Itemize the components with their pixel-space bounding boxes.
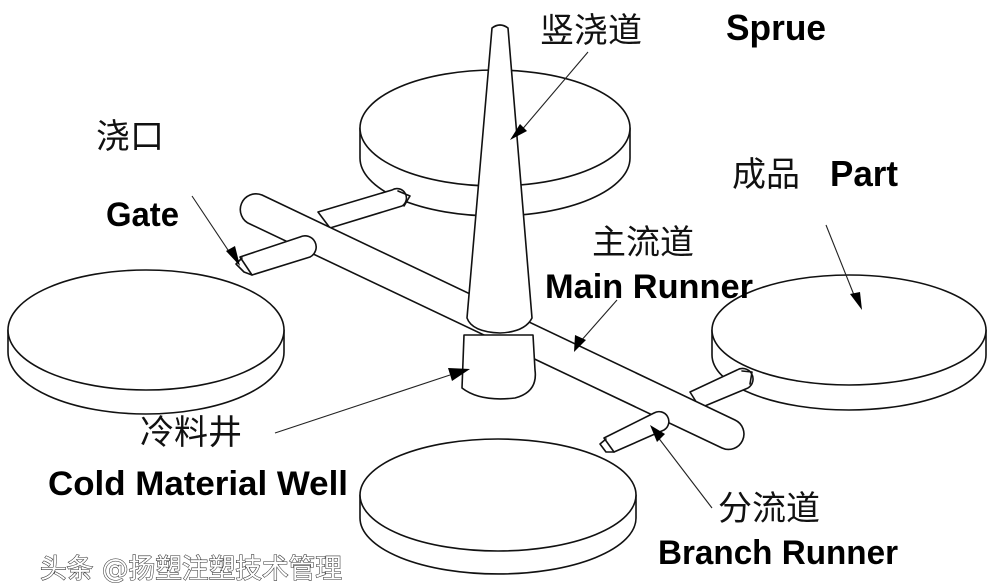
part-disc-right <box>711 274 987 411</box>
cold-material-well <box>461 334 537 400</box>
leader-cold-well <box>274 368 470 434</box>
leader-part <box>825 224 862 310</box>
branch-runner-right <box>689 367 754 409</box>
label-main-runner-en: Main Runner <box>545 268 753 306</box>
leader-main-runner <box>574 299 618 352</box>
label-part-cn: 成品 <box>732 155 800 195</box>
branch-runner-bottom <box>599 410 670 453</box>
branch-runner-left <box>235 235 317 276</box>
label-gate-cn: 浇口 <box>96 117 164 157</box>
arrowhead-main-runner <box>574 335 586 352</box>
label-main-runner-cn: 主流道 <box>592 223 694 263</box>
label-cold-well-cn: 冷料井 <box>140 413 242 453</box>
label-sprue-cn: 竖浇道 <box>540 11 642 51</box>
label-sprue-en: Sprue <box>726 7 826 48</box>
leader-branch-runner <box>650 425 713 509</box>
label-branch-runner-en: Branch Runner <box>658 534 898 572</box>
leader-gate <box>191 195 240 266</box>
arrowhead-cold-well <box>448 368 470 381</box>
leader-sprue <box>510 51 589 140</box>
part-disc-bottom <box>359 438 637 575</box>
arrowhead-sprue <box>510 124 527 140</box>
arrowhead-part <box>850 292 862 310</box>
label-branch-runner-cn: 分流道 <box>718 489 820 529</box>
branch-runner-top <box>317 187 411 229</box>
sprue-cone <box>466 24 533 334</box>
part-disc-left <box>7 269 285 415</box>
watermark: 头条 @扬塑注塑技术管理 <box>40 554 342 585</box>
arrowhead-gate <box>226 246 240 266</box>
label-cold-well-en: Cold Material Well <box>48 465 348 503</box>
label-part-en: Part <box>830 153 898 194</box>
arrowhead-branch-runner <box>650 425 665 442</box>
label-gate-en: Gate <box>106 196 179 234</box>
